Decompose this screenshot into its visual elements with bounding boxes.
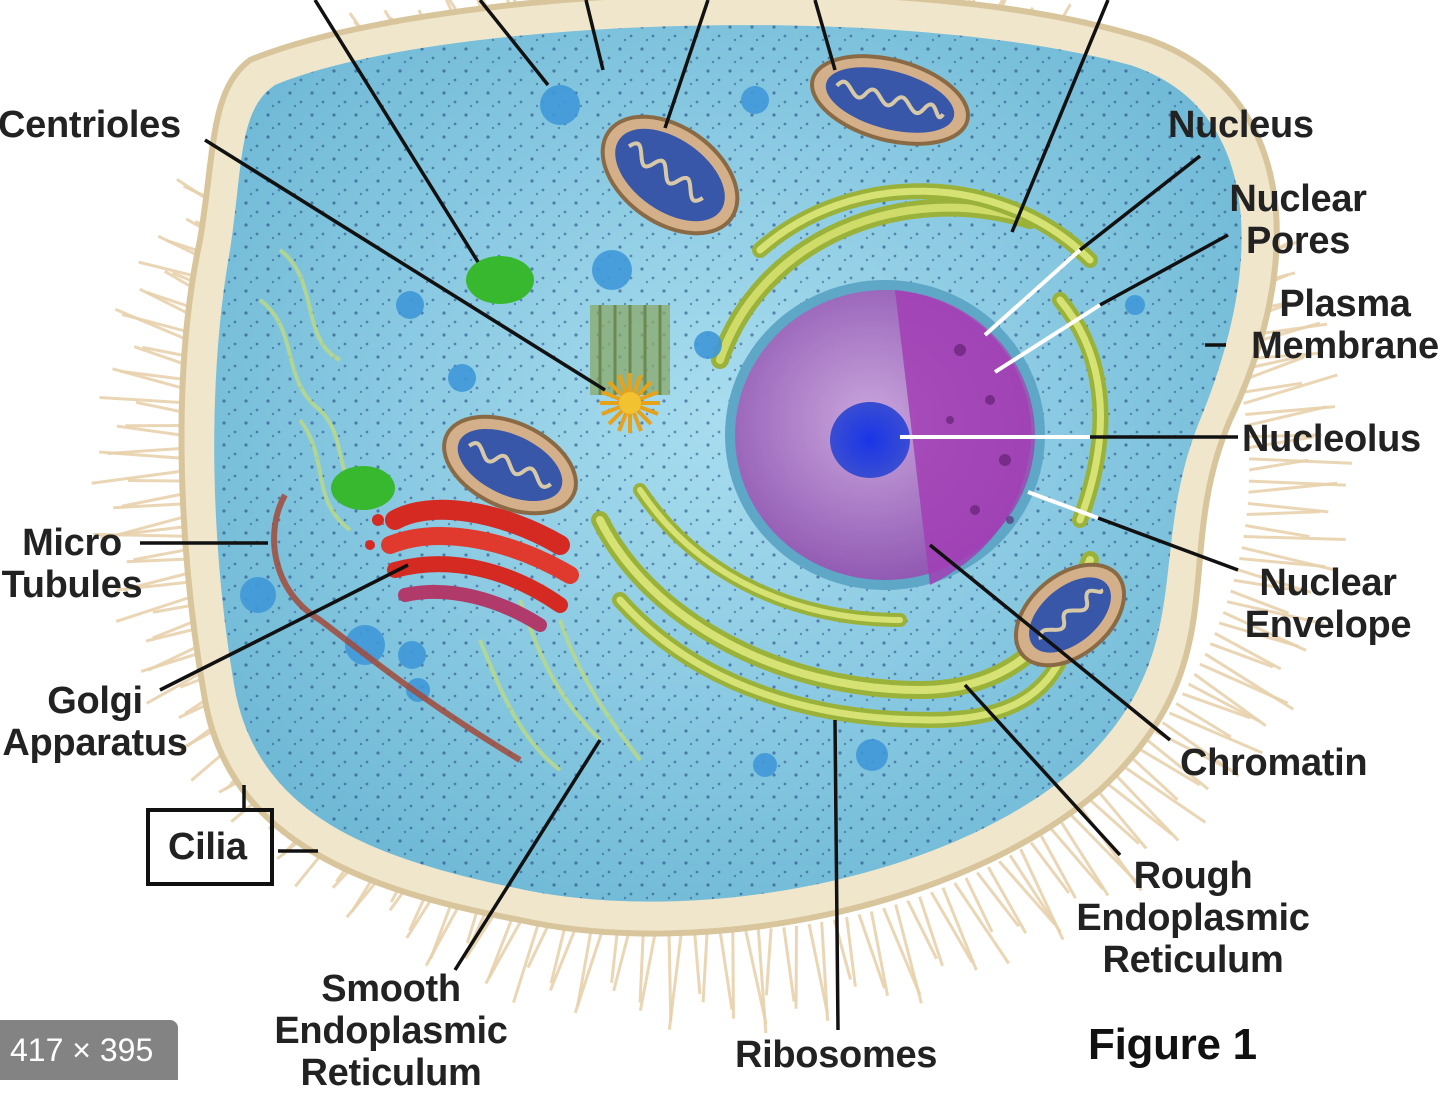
label-micro-tubules: Micro Tubules (0, 522, 152, 606)
label-smooth-er-line2: Endoplasmic (258, 1010, 524, 1052)
cilium (988, 867, 1025, 933)
cilium (977, 873, 1019, 927)
label-nucleus: Nucleus (1168, 104, 1314, 146)
label-smooth-er-line3: Reticulum (258, 1052, 524, 1094)
cilium (1247, 512, 1320, 515)
cilium (1090, 800, 1139, 844)
cilium (720, 931, 732, 1010)
label-rough-er-line2: Endoplasmic (1058, 897, 1328, 939)
cilium (884, 908, 920, 995)
cilium (859, 914, 884, 988)
label-rough-er: Rough Endoplasmic Reticulum (1058, 855, 1328, 981)
cilium (669, 928, 671, 1021)
label-smooth-er-line1: Smooth (258, 968, 524, 1010)
label-smooth-er: Smooth Endoplasmic Reticulum (258, 968, 524, 1094)
label-nuclear-pores-line1: Nuclear (1218, 178, 1378, 220)
nucleolus (830, 402, 910, 478)
figure-caption: Figure 1 (1088, 1024, 1257, 1066)
cilium (1133, 758, 1178, 799)
label-rough-er-line1: Rough (1058, 855, 1328, 897)
label-centrioles: Centrioles (0, 104, 181, 146)
label-golgi-line1: Golgi (0, 680, 206, 722)
label-rough-er-line3: Reticulum (1058, 939, 1328, 981)
label-golgi-line2: Apparatus (0, 722, 206, 764)
label-nuclear-pores-line2: Pores (1218, 220, 1378, 262)
label-nuclear-pores: Nuclear Pores (1218, 178, 1378, 262)
label-micro-tubules-line1: Micro (0, 522, 152, 564)
label-plasma-membrane-line1: Plasma (1240, 283, 1440, 325)
cilium (1249, 483, 1338, 492)
cilium (1244, 537, 1346, 540)
cilium (1189, 684, 1260, 721)
cilium (943, 888, 976, 970)
label-micro-tubules-line2: Tubules (0, 564, 152, 606)
label-nuclear-envelope-line1: Nuclear (1230, 562, 1426, 604)
label-nucleolus: Nucleolus (1242, 418, 1421, 460)
label-nuclear-envelope-line2: Envelope (1230, 604, 1426, 646)
cilium (703, 930, 707, 1002)
label-golgi-apparatus: Golgi Apparatus (0, 680, 206, 764)
cilium (999, 861, 1055, 924)
cilium (733, 930, 734, 1018)
label-cilia: Cilia (168, 826, 247, 868)
cilium (784, 927, 794, 1001)
label-nuclear-envelope: Nuclear Envelope (1230, 562, 1426, 646)
label-ribosomes: Ribosomes (735, 1034, 937, 1076)
label-chromatin: Chromatin (1180, 742, 1367, 784)
cilium (908, 901, 937, 959)
cilium (766, 928, 771, 995)
label-plasma-membrane-line2: Membrane (1240, 325, 1440, 367)
label-plasma-membrane: Plasma Membrane (1240, 283, 1440, 367)
image-size-badge: 417 × 395 (0, 1020, 178, 1080)
cilium (955, 883, 1009, 963)
centrioles (590, 305, 670, 433)
cilium (694, 930, 699, 994)
cilium (1245, 526, 1309, 537)
